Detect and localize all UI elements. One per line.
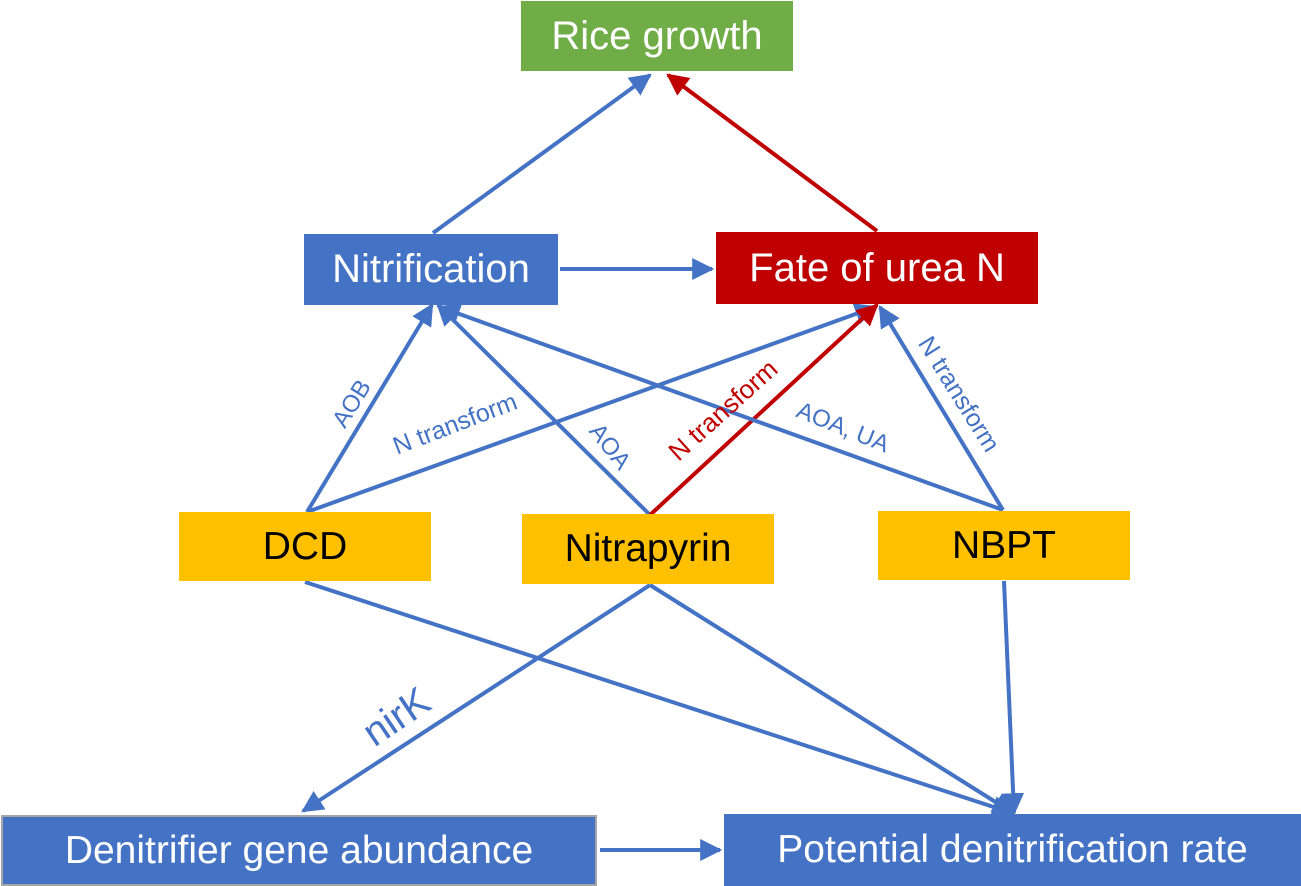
edge-dcd-fate [306,303,878,514]
edge-nitp-nitr [436,303,652,517]
node-potential-denitrification-rate: Potential denitrification rate [724,814,1301,886]
node-rice-growth: Rice growth [521,1,793,71]
node-nbpt: NBPT [878,511,1130,580]
edge-nitp-fate [648,303,879,517]
edge-nbpt-fate [878,305,1005,512]
node-rice-growth-label: Rice growth [551,13,763,58]
edge-nitp-deni [301,583,652,813]
node-fate-of-urea-n: Fate of urea N [716,232,1038,304]
node-fate-of-urea-n-label: Fate of urea N [749,245,1005,290]
edge-nitp-pdr [648,583,1015,815]
edge-nitr-rice [431,73,652,235]
node-denitrifier-gene-abundance: Denitrifier gene abundance [1,815,597,886]
edge-fate-rice [666,73,879,233]
node-denitrifier-gene-abundance-label: Denitrifier gene abundance [64,828,534,872]
edge-nbpt-nitr [437,303,1004,512]
node-nitrapyrin-label: Nitrapyrin [564,527,732,570]
node-nbpt-label: NBPT [951,523,1056,567]
node-nitrification: Nitrification [304,234,558,305]
node-potential-denitrification-rate-label: Potential denitrification rate [777,828,1248,871]
node-dcd-label: DCD [262,524,348,568]
node-dcd: DCD [179,512,431,581]
edge-dcd-nitr [305,303,434,514]
edge-nbpt-pdr [1002,580,1025,816]
edge-dcd-pdr [304,580,1015,818]
node-nitrapyrin: Nitrapyrin [522,514,774,584]
node-nitrification-label: Nitrification [332,247,530,291]
